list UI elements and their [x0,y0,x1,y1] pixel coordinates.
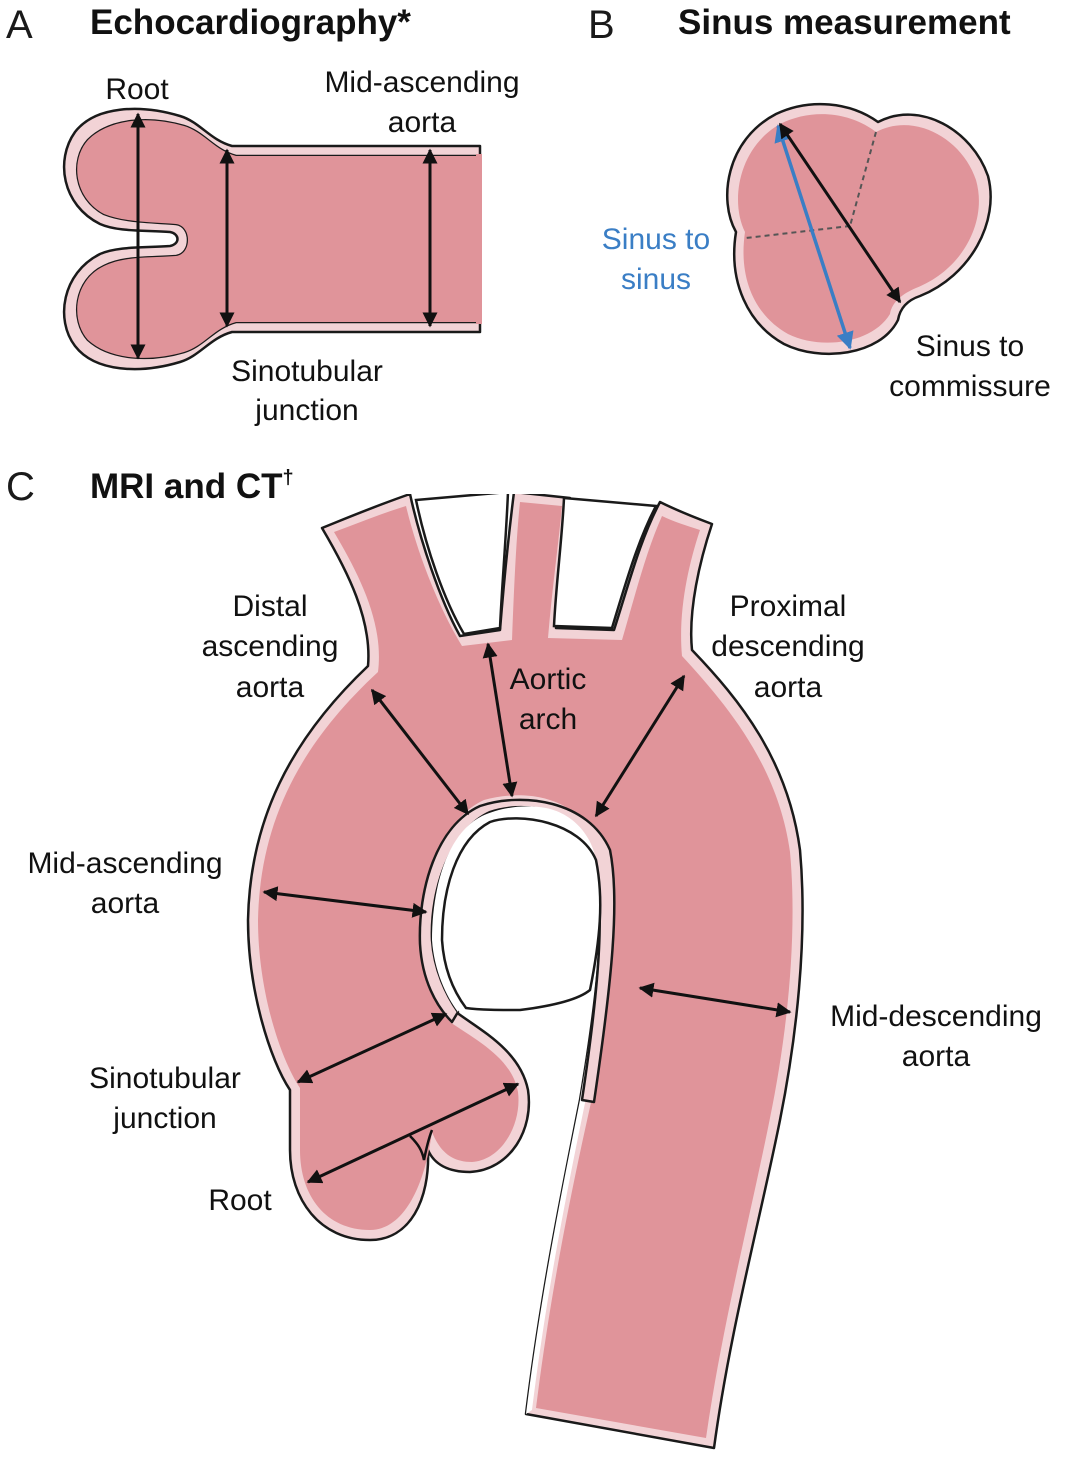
sinotubular-arrow [296,1012,448,1084]
mid-descending-label: Mid-descending [830,1000,1042,1033]
sinotubular-label-2: junction [112,1102,216,1135]
echo-mid-ascending-label-2: aorta [388,106,457,139]
sinotubular-label: Sinotubular [89,1062,241,1095]
proximal-descending-label: Proximal [730,590,847,623]
echo-sinotubular-label-2: junction [254,394,358,427]
mid-ascending-label-2: aorta [91,887,160,920]
panel-b: B Sinus measurement Sinus to sinus Sinus… [588,3,1051,403]
sinus-to-commissure-arrow [778,122,902,304]
proximal-descending-arrow [594,674,686,818]
panel-b-letter: B [588,3,615,47]
aortic-root-cross-section [725,102,992,356]
sinus-to-commissure-label-2: commissure [889,370,1051,403]
distal-ascending-label: Distal [232,590,307,623]
panel-c-letter: C [6,465,35,509]
distal-ascending-label-3: aorta [236,671,305,704]
echo-root-label: Root [105,73,169,106]
panel-c-title: MRI and CT† [90,467,294,506]
echo-mid-ascending-label: Mid-ascending [324,66,519,99]
echo-aorta-shape [62,107,482,371]
panel-b-title: Sinus measurement [678,3,1011,42]
aortic-arch-label-2: arch [519,703,577,736]
panel-c-title-sup: † [282,467,293,489]
mid-descending-label-2: aorta [902,1040,971,1073]
sinus-to-commissure-label: Sinus to [916,330,1024,363]
mid-descending-arrow [638,982,792,1018]
panel-a-title: Echocardiography* [90,3,411,42]
aortic-arch-label: Aortic [510,663,587,696]
panel-a-letter: A [6,3,33,47]
proximal-descending-label-2: descending [711,630,864,663]
sinus-to-sinus-label-2: sinus [621,263,691,296]
panel-c-title-text: MRI and CT [90,467,282,506]
mid-ascending-label: Mid-ascending [27,847,222,880]
mid-ascending-arrow [262,886,428,918]
panel-c: C MRI and CT† D [6,465,1042,1450]
root-label: Root [208,1184,272,1217]
aorta-shape [246,470,804,1450]
echo-sinotubular-label: Sinotubular [231,355,383,388]
root-arrow [306,1082,520,1184]
distal-ascending-label-2: ascending [202,630,339,663]
panel-a: A Echocardiography* Root Mid-ascending a… [6,3,520,427]
aortic-arch-arrow [482,642,518,798]
distal-ascending-arrow [370,688,470,816]
sinus-to-sinus-label: Sinus to [602,223,710,256]
proximal-descending-label-3: aorta [754,671,823,704]
